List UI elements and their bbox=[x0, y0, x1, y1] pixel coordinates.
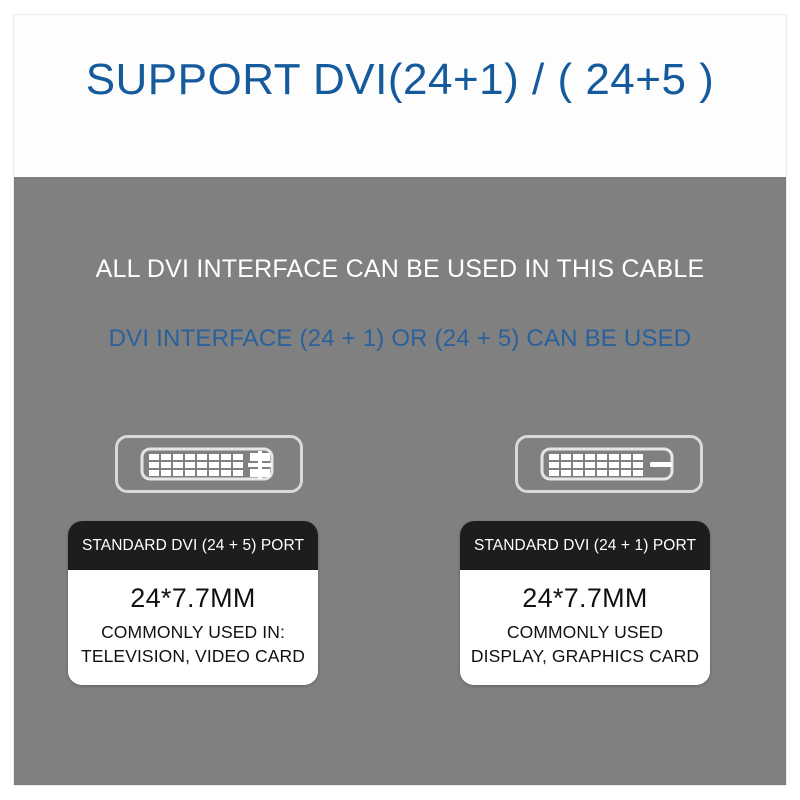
card-dvi-24-1-use-line-2: DISPLAY, GRAPHICS CARD bbox=[470, 645, 700, 666]
pin-grid bbox=[149, 454, 243, 476]
headline-dvi-interface-options: DVI INTERFACE (24 + 1) OR (24 + 5) CAN B… bbox=[108, 325, 692, 352]
card-dvi-24-1-body: 24*7.7MM COMMONLY USED DISPLAY, GRAPHICS… bbox=[460, 569, 710, 685]
headline-all-dvi-interface: ALL DVI INTERFACE CAN BE USED IN THIS CA… bbox=[95, 255, 705, 283]
gray-content-panel: ALL DVI INTERFACE CAN BE USED IN THIS CA… bbox=[14, 177, 786, 785]
pin-grid bbox=[549, 454, 643, 476]
card-dvi-24-5-use-line-2: TELEVISION, VIDEO CARD bbox=[81, 645, 305, 666]
card-dvi-24-5-use-line-1: COMMONLY USED IN: bbox=[101, 622, 285, 643]
card-dvi-24-5: STANDARD DVI (24 + 5) PORT 24*7.7MM COMM… bbox=[68, 521, 318, 685]
flat-blade-group bbox=[650, 462, 672, 467]
card-dvi-24-5-header: STANDARD DVI (24 + 5) PORT bbox=[68, 521, 318, 570]
card-dvi-24-1-header: STANDARD DVI (24 + 1) PORT bbox=[460, 521, 710, 570]
dvi-24-1-connector-diagram bbox=[514, 433, 704, 495]
card-dvi-24-1-size: 24*7.7MM bbox=[522, 582, 648, 613]
card-dvi-24-1: STANDARD DVI (24 + 1) PORT 24*7.7MM COMM… bbox=[460, 521, 710, 685]
card-dvi-24-1-use-line-1: COMMONLY USED bbox=[506, 622, 664, 643]
dvi-24-1-connector-icon bbox=[515, 435, 703, 493]
header-band: SUPPORT DVI(24+1) / ( 24+5 ) bbox=[14, 15, 786, 177]
cross-blade-group bbox=[248, 451, 272, 479]
card-dvi-24-5-size: 24*7.7MM bbox=[130, 582, 256, 613]
dvi-24-5-connector-diagram bbox=[114, 433, 304, 495]
card-dvi-24-5-body: 24*7.7MM COMMONLY USED IN: TELEVISION, V… bbox=[68, 569, 318, 685]
page-title: SUPPORT DVI(24+1) / ( 24+5 ) bbox=[85, 55, 715, 104]
content-frame: SUPPORT DVI(24+1) / ( 24+5 ) ALL DVI INT… bbox=[14, 15, 786, 785]
dvi-24-5-connector-icon bbox=[115, 435, 303, 493]
